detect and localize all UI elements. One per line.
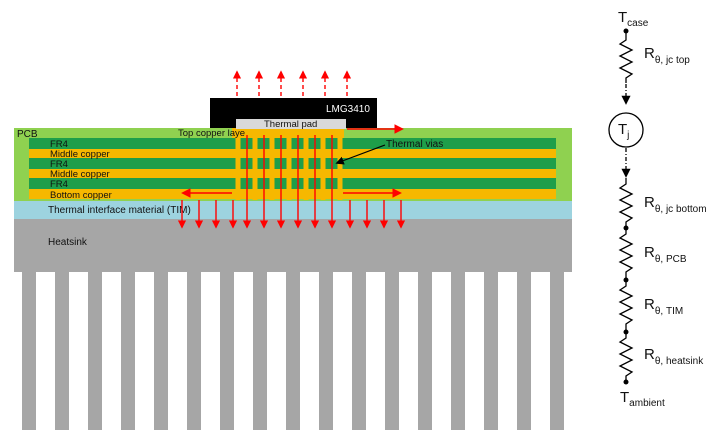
t-case-label: Tcase — [618, 9, 649, 29]
middle-copper-layer-1 — [29, 149, 556, 158]
t-j-label: Tj — [618, 121, 629, 141]
network-nodes — [623, 28, 629, 385]
bottom-copper-label: Bottom copper — [50, 190, 112, 201]
top-copper-label: Top copper laye — [178, 128, 245, 139]
heat-spread-arrows — [181, 124, 404, 198]
fr4-layer-3 — [29, 178, 556, 189]
r-jc-bottom-label: Rθ, jc bottom — [644, 194, 707, 215]
fr4-label-1: FR4 — [50, 139, 68, 150]
r-jc-top-label: Rθ, jc top — [644, 45, 690, 66]
fr4-label-2: FR4 — [50, 159, 68, 170]
middle-copper-label-2: Middle copper — [50, 169, 110, 180]
thermal-pad — [236, 119, 346, 129]
r-heatsink-label: Rθ, heatsink — [644, 346, 704, 367]
thermal-vias-pointer — [335, 144, 386, 165]
thermal-vias — [235, 130, 343, 200]
tim-layer — [14, 201, 572, 219]
thermal-pad-label: Thermal pad — [264, 119, 317, 130]
middle-copper-layer-2 — [29, 169, 556, 178]
thermal-resistance-network — [608, 31, 644, 381]
pcb-label: PCB — [17, 129, 38, 140]
heatsink-fins — [22, 268, 564, 430]
fr4-layer-2 — [29, 158, 556, 169]
r-pcb-label: Rθ, PCB — [644, 244, 687, 265]
t-ambient-label: Tambient — [620, 389, 665, 409]
fr4-layer-1 — [29, 138, 556, 149]
heatsink-label: Heatsink — [48, 237, 88, 248]
thermal-vias-label: Thermal vias — [386, 139, 443, 150]
middle-copper-label-1: Middle copper — [50, 149, 110, 160]
fr4-label-3: FR4 — [50, 179, 68, 190]
tim-label: Thermal interface material (TIM) — [48, 205, 191, 216]
heat-flow-up-arrows — [232, 70, 352, 96]
bottom-copper-layer — [29, 189, 556, 199]
heat-flow-down-arrows — [177, 135, 406, 229]
r-tim-label: Rθ, TIM — [644, 296, 683, 317]
heatsink-base — [14, 219, 572, 272]
chip-label: LMG3410 — [326, 104, 370, 115]
